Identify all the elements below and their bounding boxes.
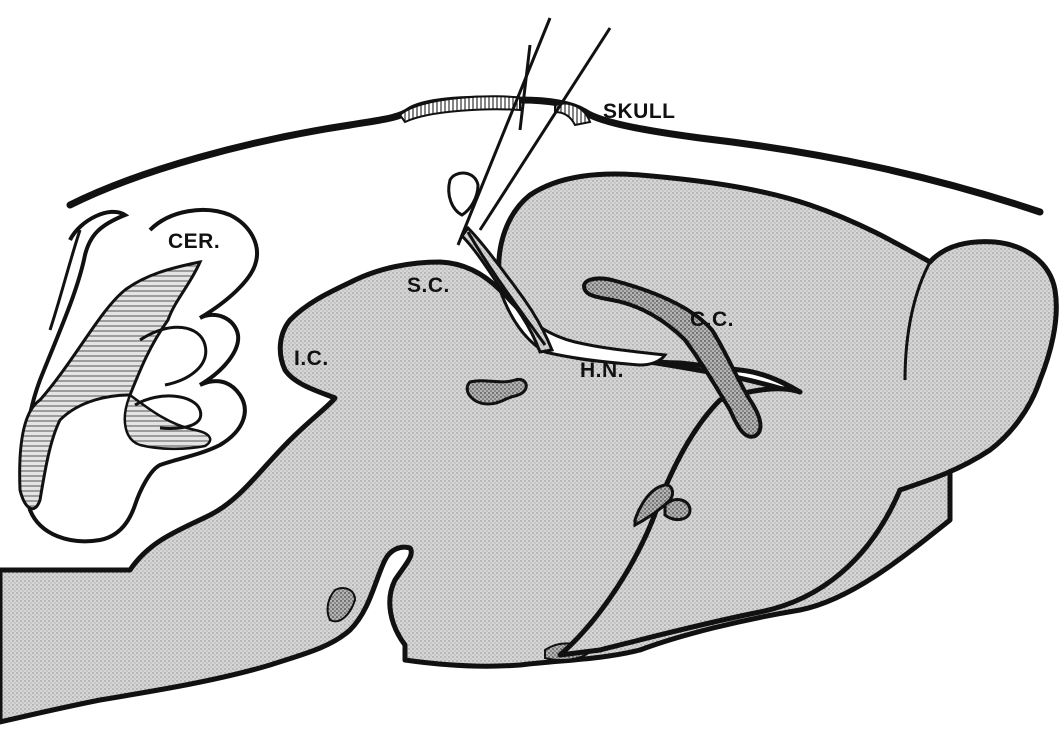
label-corpus-callosum: C.C.: [690, 308, 734, 331]
label-cerebellum: CER.: [168, 230, 220, 253]
label-inferior-colliculus: I.C.: [294, 347, 329, 370]
label-skull: SKULL: [603, 100, 676, 123]
label-superior-colliculus: S.C.: [407, 274, 450, 297]
cerebellum: [20, 210, 257, 541]
label-hippocampus-nucleus: H.N.: [580, 359, 624, 382]
